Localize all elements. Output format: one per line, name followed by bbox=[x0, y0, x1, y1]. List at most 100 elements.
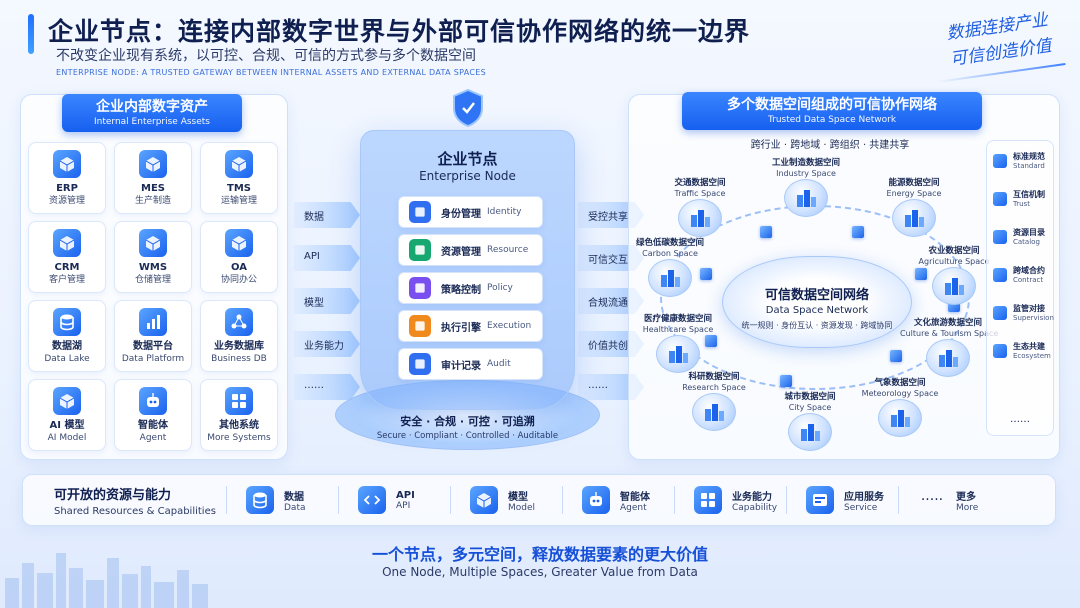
asset-tile[interactable]: 数据湖 Data Lake bbox=[28, 300, 106, 372]
code-icon bbox=[358, 486, 386, 514]
node-module-cn: 身份管理 bbox=[441, 208, 481, 220]
network-center-text: 可信数据空间网络 Data Space Network 统一规则 · 身份互认 … bbox=[722, 284, 912, 331]
side-item-en: Contract bbox=[1013, 275, 1044, 284]
data-space-icon bbox=[784, 179, 828, 217]
data-space-cn: 气象数据空间 bbox=[874, 378, 926, 388]
node-module-cn: 执行引擎 bbox=[441, 322, 481, 334]
asset-tile[interactable]: OA 协同办公 bbox=[200, 221, 278, 293]
data-space-icon bbox=[692, 393, 736, 431]
cube-icon bbox=[915, 268, 927, 280]
network-icon bbox=[225, 308, 253, 336]
cube-icon bbox=[780, 375, 792, 387]
data-space-cn: 农业数据空间 bbox=[928, 246, 980, 256]
asset-name: OA bbox=[231, 262, 247, 273]
data-space-en: Culture & Tourism Space bbox=[900, 329, 999, 338]
data-space-cn: 交通数据空间 bbox=[674, 178, 726, 188]
network-center-en: Data Space Network bbox=[765, 305, 869, 316]
capability-en: More bbox=[956, 502, 979, 513]
internal-assets-title: 企业内部数字资产 bbox=[96, 99, 208, 115]
node-module[interactable]: 策略控制 Policy bbox=[398, 272, 543, 304]
node-title: 企业节点 Enterprise Node bbox=[360, 148, 575, 183]
capability-divider bbox=[898, 486, 899, 514]
capabilities-title: 可开放的资源与能力 bbox=[54, 488, 172, 503]
data-space-cn: 城市数据空间 bbox=[784, 392, 836, 402]
capability-cn: 模型 bbox=[508, 491, 528, 503]
node-module-en: Execution bbox=[487, 321, 532, 331]
side-item-cn: 标准规范 bbox=[1013, 151, 1045, 161]
database-icon bbox=[246, 486, 274, 514]
node-base-text: 安全 · 合规 · 可控 · 可追溯 Secure · Compliant · … bbox=[345, 413, 590, 441]
data-space-icon bbox=[648, 259, 692, 297]
internal-assets-title-en: Internal Enterprise Assets bbox=[94, 117, 210, 127]
warehouse-icon bbox=[139, 229, 167, 257]
asset-desc: 生产制造 bbox=[134, 196, 171, 206]
side-item-cn: 生态共建 bbox=[1013, 341, 1045, 351]
flow-left-label: 业务能力 bbox=[294, 331, 360, 357]
capability-en: Service bbox=[844, 502, 878, 513]
asset-name: 数据湖 bbox=[52, 341, 82, 352]
cube-icon bbox=[705, 335, 717, 347]
page-subtitle: 不改变企业现有系统，以可控、合规、可信的方式参与多个数据空间 bbox=[56, 48, 476, 64]
asset-desc: Data Lake bbox=[44, 354, 90, 364]
policy-icon bbox=[409, 277, 431, 299]
asset-desc: 协同办公 bbox=[220, 275, 257, 285]
data-space-icon bbox=[926, 339, 970, 377]
flow-left-label: API bbox=[294, 245, 360, 271]
cube-icon bbox=[890, 350, 902, 362]
capability-en: Capability bbox=[732, 502, 778, 513]
internal-assets-ribbon: 企业内部数字资产 Internal Enterprise Assets bbox=[62, 94, 242, 132]
node-module-en: Policy bbox=[487, 283, 513, 293]
node-module-en: Resource bbox=[487, 245, 529, 255]
audit-icon bbox=[409, 353, 431, 375]
capability-divider bbox=[450, 486, 451, 514]
capability-cn: 智能体 bbox=[620, 491, 650, 503]
capability-cn: API bbox=[396, 489, 415, 501]
asset-name: CRM bbox=[54, 262, 80, 273]
data-space-icon bbox=[678, 199, 722, 237]
node-module-cn: 策略控制 bbox=[441, 284, 481, 296]
node-module[interactable]: 执行引擎 Execution bbox=[398, 310, 543, 342]
data-space-title-en: Trusted Data Space Network bbox=[767, 115, 897, 125]
capability-en: API bbox=[396, 500, 411, 511]
side-list-panel bbox=[986, 140, 1054, 436]
data-space-icon bbox=[932, 267, 976, 305]
shield-icon bbox=[451, 88, 485, 128]
grid-icon bbox=[225, 387, 253, 415]
